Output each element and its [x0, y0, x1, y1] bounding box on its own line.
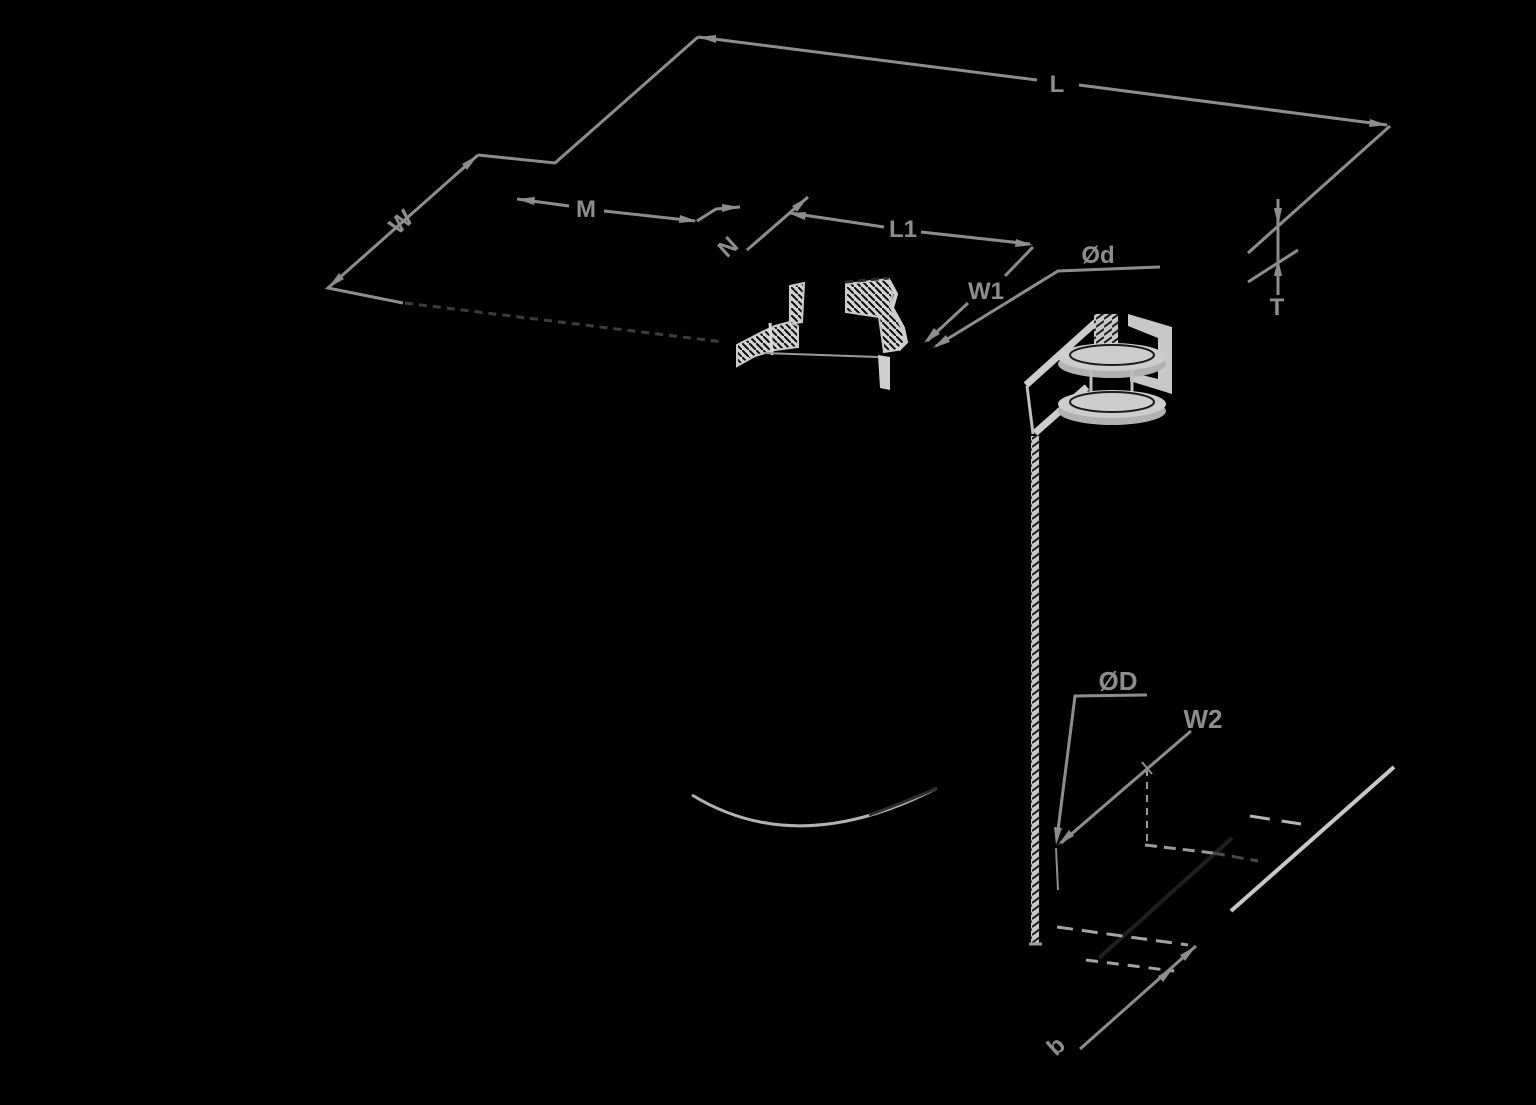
arrowhead — [1058, 830, 1074, 845]
arrowhead — [1274, 208, 1282, 226]
hidden-edge-b — [1249, 814, 1302, 826]
plate-section-end — [1025, 385, 1035, 435]
label-M: M — [576, 196, 596, 223]
label-b: b — [1042, 1031, 1071, 1061]
body-bottom-arc-shaded — [868, 786, 938, 817]
arrowhead — [924, 328, 940, 343]
leader-line-D — [1055, 693, 1148, 839]
dimension-M: M — [516, 196, 741, 223]
arrowhead — [679, 215, 697, 223]
upper-washer-chamfer — [1069, 344, 1155, 366]
leader-tail — [1055, 847, 1059, 891]
label-W1: W1 — [968, 278, 1004, 305]
arrowhead — [698, 35, 716, 43]
slot-front-wall — [878, 355, 890, 390]
dimension-W1: W1 — [924, 278, 1004, 343]
dimension-W2: W2 — [1058, 704, 1223, 845]
base-right-edge — [1229, 765, 1396, 913]
arrowhead — [792, 197, 808, 212]
label-T: T — [1270, 294, 1285, 321]
rod-shaft — [1031, 436, 1039, 943]
reference-tick — [1141, 761, 1153, 775]
bottom-face-reference-line — [1247, 248, 1299, 284]
label-D-large: ØD — [1099, 666, 1138, 696]
section-piece-left-upper — [789, 281, 806, 326]
body-silhouette — [691, 786, 938, 828]
arrowhead — [1158, 967, 1174, 982]
label-N: N — [713, 232, 744, 264]
threaded-rod — [1029, 436, 1042, 946]
arrowhead — [1180, 946, 1196, 961]
hidden-edge-a — [1144, 843, 1214, 855]
dim-line-M — [516, 197, 696, 223]
slot-cutaway-section — [736, 276, 909, 390]
lower-washer-chamfer — [1069, 391, 1155, 413]
arrowhead — [517, 197, 535, 205]
arrowhead — [1015, 239, 1033, 247]
dim-line-b — [1079, 944, 1197, 1051]
extension-line-L-left — [477, 35, 699, 165]
dimension-b: b — [1042, 944, 1197, 1061]
dim-line-L1 — [789, 211, 1031, 246]
extension-line-L-right — [1247, 124, 1391, 255]
arrowhead — [1054, 827, 1062, 845]
label-L1: L1 — [889, 216, 917, 243]
dimension-W: W — [324, 153, 479, 305]
dimension-L: L — [477, 35, 1391, 255]
dimension-d-small: Ød — [933, 242, 1161, 348]
extension-line-L1 — [1003, 245, 1035, 278]
label-L: L — [1050, 71, 1065, 98]
leader-line-d — [935, 265, 1161, 348]
zig-line-M — [696, 205, 741, 223]
arrowhead — [462, 155, 478, 170]
dimension-D-large: ØD — [1054, 666, 1148, 891]
dimension-T: T — [1247, 199, 1299, 321]
hidden-slot-edge-near — [1056, 925, 1189, 947]
edge-clip-bracket — [1128, 314, 1172, 394]
break-line-wavy — [887, 280, 909, 352]
label-W2: W2 — [1184, 704, 1223, 734]
hidden-edge-a-dark — [1212, 851, 1259, 863]
arrowhead — [788, 212, 806, 220]
body-bottom-arc — [691, 786, 938, 828]
dim-line-W2 — [1060, 729, 1192, 845]
arrowhead — [722, 204, 740, 212]
upper-washer — [1058, 343, 1166, 371]
arrowhead — [1369, 119, 1387, 127]
arrowhead — [933, 335, 950, 348]
slot-bottom-edge — [763, 352, 879, 358]
arrowhead — [1274, 258, 1282, 276]
plate-front-edge-hidden — [404, 301, 724, 344]
base-plate — [1056, 765, 1396, 973]
slot-top-edge-dashed — [844, 276, 890, 284]
section-piece-left — [736, 320, 799, 368]
clamp-assembly — [1058, 314, 1172, 425]
section-divider — [768, 322, 774, 356]
arrowhead — [328, 273, 344, 288]
dim-line-L — [697, 35, 1388, 127]
hidden-slot-edge-far — [1085, 958, 1175, 973]
dimension-L1: L1 — [788, 211, 1035, 278]
lower-washer — [1058, 390, 1166, 418]
label-d-small: Ød — [1081, 242, 1114, 269]
base-front-edge-dark — [1097, 836, 1234, 960]
